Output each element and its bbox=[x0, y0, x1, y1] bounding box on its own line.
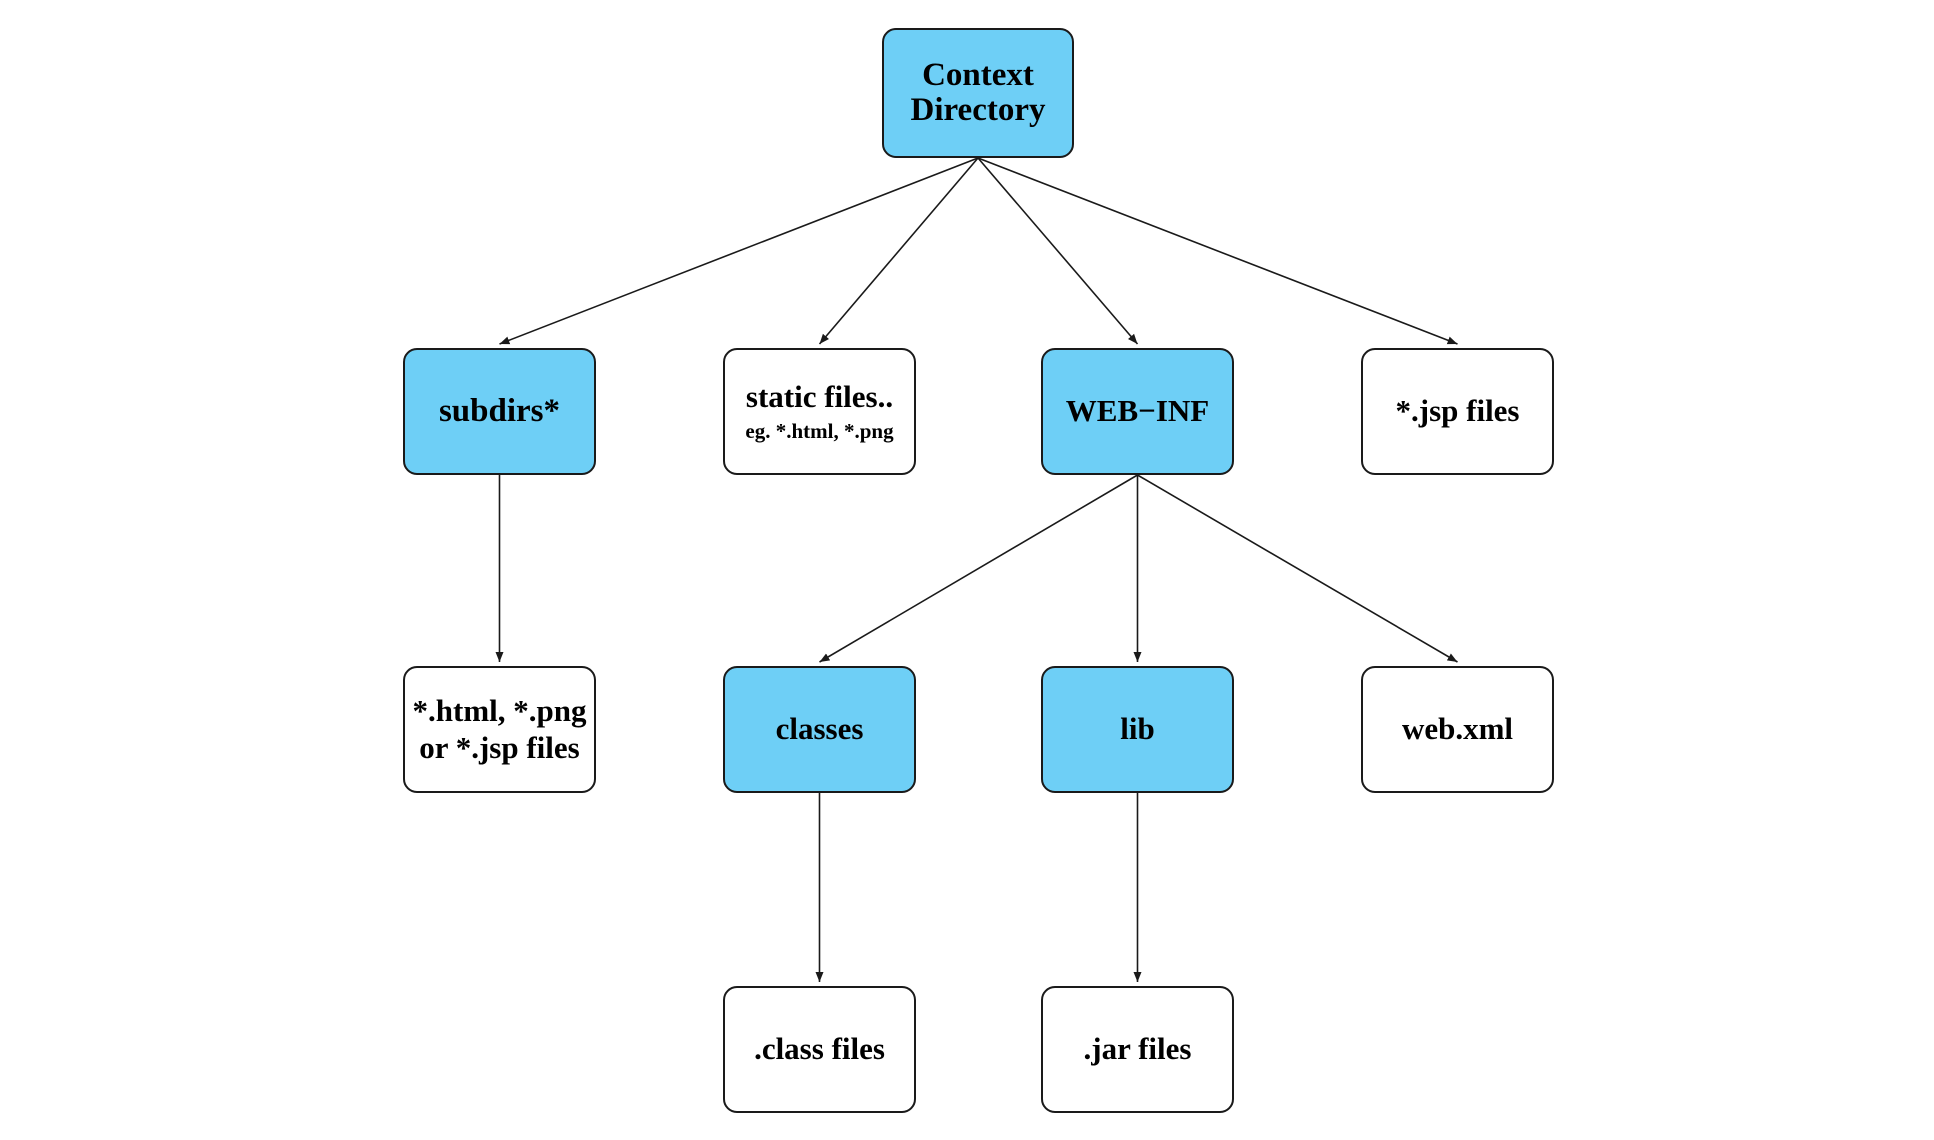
node-label-line: subdirs* bbox=[438, 393, 561, 430]
node-label-line: or *.jsp files bbox=[419, 729, 580, 765]
node-label-line: WEB−INF bbox=[1065, 393, 1210, 429]
arrow-web_inf-to-classes bbox=[819, 474, 1138, 663]
node-label-line: lib bbox=[1120, 711, 1155, 747]
arrow-context-to-jsp_files bbox=[977, 157, 1458, 345]
node-classes: classes bbox=[723, 666, 916, 793]
node-label-line: Directory bbox=[910, 92, 1046, 128]
node-label-line: *.html, *.png bbox=[412, 692, 587, 728]
node-label-line: *.jsp files bbox=[1395, 393, 1520, 429]
node-label-line: .class files bbox=[754, 1031, 885, 1067]
node-static-files: static files.. eg. *.html, *.png bbox=[723, 348, 916, 475]
node-web-inf: WEB−INF bbox=[1041, 348, 1234, 475]
node-subdir-files: *.html, *.png or *.jsp files bbox=[403, 666, 596, 793]
node-class-files: .class files bbox=[723, 986, 916, 1113]
arrow-web_inf-to-web_xml bbox=[1137, 474, 1458, 663]
arrow-context-to-static_files bbox=[818, 157, 979, 345]
node-label-line: .jar files bbox=[1083, 1031, 1192, 1067]
arrow-context-to-web_inf bbox=[977, 157, 1139, 345]
node-jar-files: .jar files bbox=[1041, 986, 1234, 1113]
node-label-line: classes bbox=[775, 711, 864, 747]
arrow-context-to-subdirs bbox=[499, 157, 979, 345]
node-subdirs: subdirs* bbox=[403, 348, 596, 475]
node-label-line: static files.. bbox=[745, 379, 894, 415]
node-label-line: Context bbox=[922, 57, 1034, 94]
node-web-xml: web.xml bbox=[1361, 666, 1554, 793]
node-label-line: eg. *.html, *.png bbox=[745, 418, 894, 443]
node-context-directory: Context Directory bbox=[882, 28, 1074, 158]
node-lib: lib bbox=[1041, 666, 1234, 793]
node-jsp-files: *.jsp files bbox=[1361, 348, 1554, 475]
node-label-line: web.xml bbox=[1401, 711, 1514, 747]
